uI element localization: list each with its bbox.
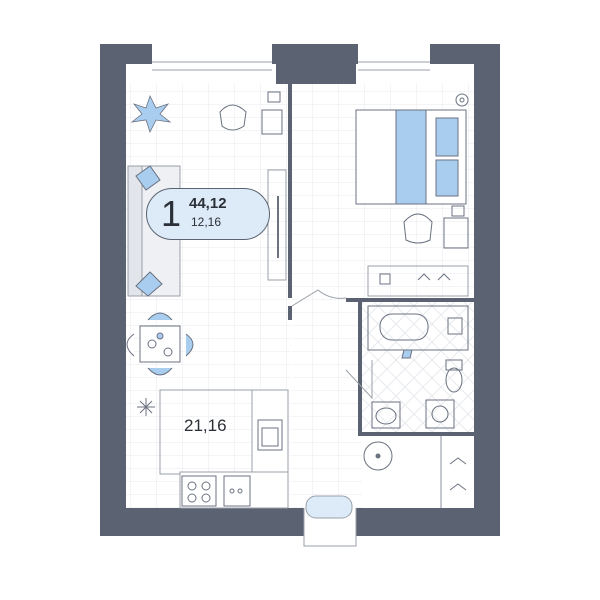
interior-walls xyxy=(288,84,474,508)
tv-stand-icon xyxy=(267,169,287,281)
towel-icon xyxy=(401,349,413,359)
snowflake-icon xyxy=(137,398,155,416)
room-count: 1 xyxy=(161,193,182,234)
washing-machine-icon xyxy=(425,399,455,429)
sink-icon xyxy=(257,419,283,451)
wardrobe-icon xyxy=(367,265,469,297)
double-bed-icon xyxy=(355,109,467,205)
apartment-summary-badge: 1 44,12 12,16 xyxy=(146,188,270,240)
hangers-icon xyxy=(449,457,467,491)
outer-walls xyxy=(100,44,500,536)
washbasin-icon xyxy=(371,401,401,429)
kitchen-living-area-label: 21,16 xyxy=(184,416,227,435)
plant-icon xyxy=(130,94,172,134)
wall-light-icon xyxy=(455,93,469,107)
bathtub-icon xyxy=(367,305,469,351)
entrance-door xyxy=(303,495,357,547)
total-area: 44,12 xyxy=(189,195,227,212)
toilet-icon xyxy=(445,359,463,393)
hall-lamp-icon xyxy=(363,441,393,471)
armchair-icon xyxy=(219,104,247,131)
desk-laptop-icon xyxy=(261,91,283,135)
living-area: 12,16 xyxy=(191,215,222,229)
bathroom-door-swing xyxy=(345,360,373,400)
windows xyxy=(152,44,430,84)
bathroom-floor xyxy=(362,300,474,434)
bedroom-chair-icon xyxy=(403,205,469,249)
stove-icon xyxy=(181,475,251,507)
hallway-floor xyxy=(292,298,362,508)
kitchen-door-swing xyxy=(291,289,347,307)
sofa-icon xyxy=(127,165,181,297)
dining-table-icon xyxy=(126,312,194,376)
